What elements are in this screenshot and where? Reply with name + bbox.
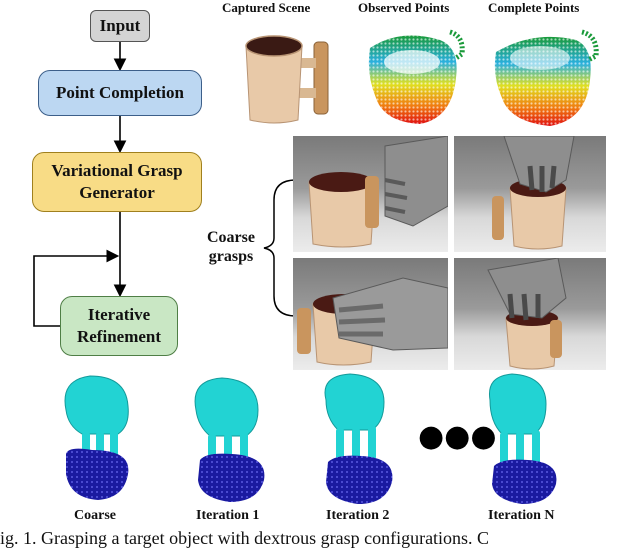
arrow-refinement-loop [33, 249, 120, 327]
coarse-grasp-photo-4 [454, 258, 606, 370]
captured-scene-label: Captured Scene [222, 0, 311, 15]
input-box: Input [90, 10, 150, 42]
iteration-label-1: Iteration 1 [196, 508, 260, 523]
observed-points-label: Observed Points [358, 0, 450, 15]
point-completion-box: Point Completion [38, 70, 202, 116]
coarse-grasps-label: Coarse grasps [198, 228, 264, 266]
grasp-generator-label-2: Generator [79, 183, 155, 202]
iteration-2-hand [324, 373, 393, 504]
iteration-label-coarse: Coarse [74, 508, 116, 523]
captured-scene-mug [245, 35, 329, 124]
observed-points-cloud [368, 29, 465, 124]
coarse-grasps-bracket [263, 179, 297, 317]
input-label: Input [99, 16, 141, 35]
coarse-grasp-photo-2 [454, 136, 606, 252]
coarse-hand [64, 375, 129, 500]
refinement-box: Iterative Refinement [60, 296, 178, 356]
figure-caption: ig. 1. Grasping a target object with dex… [0, 528, 490, 548]
complete-points-cloud [494, 29, 599, 126]
refinement-label-2: Refinement [76, 327, 162, 346]
point-completion-label: Point Completion [56, 83, 184, 102]
iteration-label-2: Iteration 2 [326, 508, 390, 523]
iteration-1-hand [194, 377, 265, 502]
refinement-label-1: Iterative [87, 305, 151, 324]
coarse-grasps-label-2: grasps [208, 248, 254, 265]
iteration-label-n: Iteration N [488, 508, 555, 523]
grasp-generator-label-1: Variational Grasp [51, 161, 183, 180]
complete-points-label: Complete Points [488, 0, 580, 15]
iteration-hand-renderings: ●●● [64, 373, 557, 504]
coarse-grasp-photo-1 [293, 136, 448, 252]
coarse-grasps-label-1: Coarse [207, 229, 255, 246]
iteration-n-hand [488, 373, 557, 504]
iteration-ellipsis: ●●● [418, 419, 497, 454]
coarse-grasp-photo-3 [293, 258, 448, 370]
grasp-generator-box: Variational Grasp Generator [32, 152, 202, 212]
